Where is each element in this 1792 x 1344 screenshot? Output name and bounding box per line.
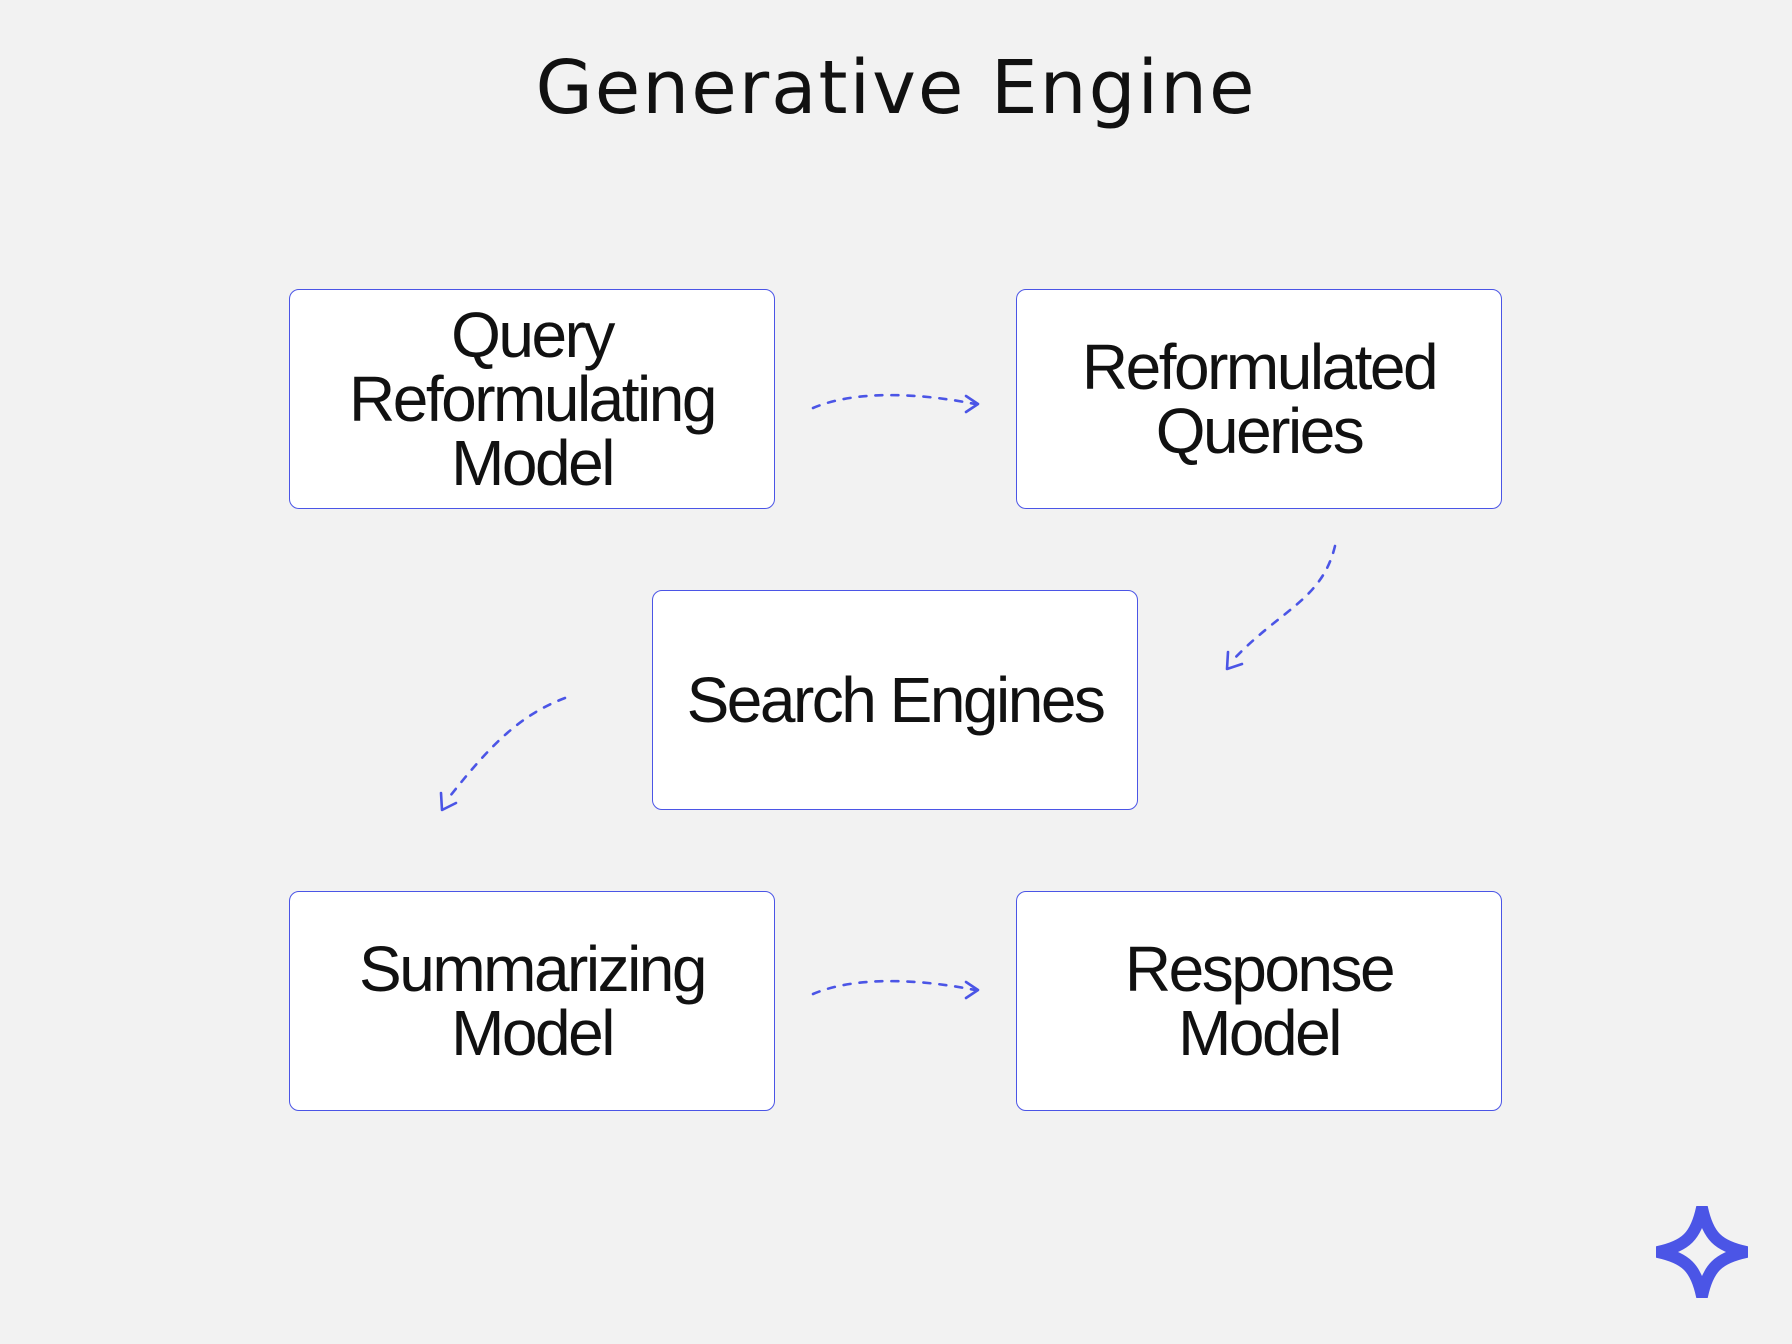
node-label: Search Engines: [686, 664, 1106, 736]
node-query-reformulating-model: Query Reformulating Model: [289, 289, 775, 509]
node-response-model: Response Model: [1016, 891, 1502, 1111]
arrowhead: [964, 980, 980, 1000]
four-point-star-icon: [1656, 1206, 1748, 1298]
node-summarizing-model: Summarizing Model: [289, 891, 775, 1111]
arrow-summarizing-to-response: [811, 979, 980, 1000]
arrow-line: [445, 696, 567, 802]
diagram-title: Generative Engine: [535, 45, 1257, 131]
arrow-reformulated-to-search: [1225, 544, 1337, 671]
arrow-line: [811, 393, 977, 410]
arrow-query-to-reformulated: [811, 393, 980, 414]
node-label: Response Model: [1124, 933, 1396, 1069]
arrow-line: [1231, 544, 1337, 662]
arrowhead: [439, 791, 458, 812]
node-label: Query Reformulating Model: [349, 299, 717, 499]
arrowhead: [1225, 650, 1244, 671]
node-label: Reformulated Queries: [1081, 331, 1439, 467]
node-reformulated-queries: Reformulated Queries: [1016, 289, 1502, 509]
arrowhead: [964, 394, 980, 414]
arrow-search-to-summarizing: [439, 696, 567, 812]
arrow-line: [811, 979, 977, 996]
node-label: Summarizing Model: [359, 933, 707, 1069]
node-search-engines: Search Engines: [652, 590, 1138, 810]
